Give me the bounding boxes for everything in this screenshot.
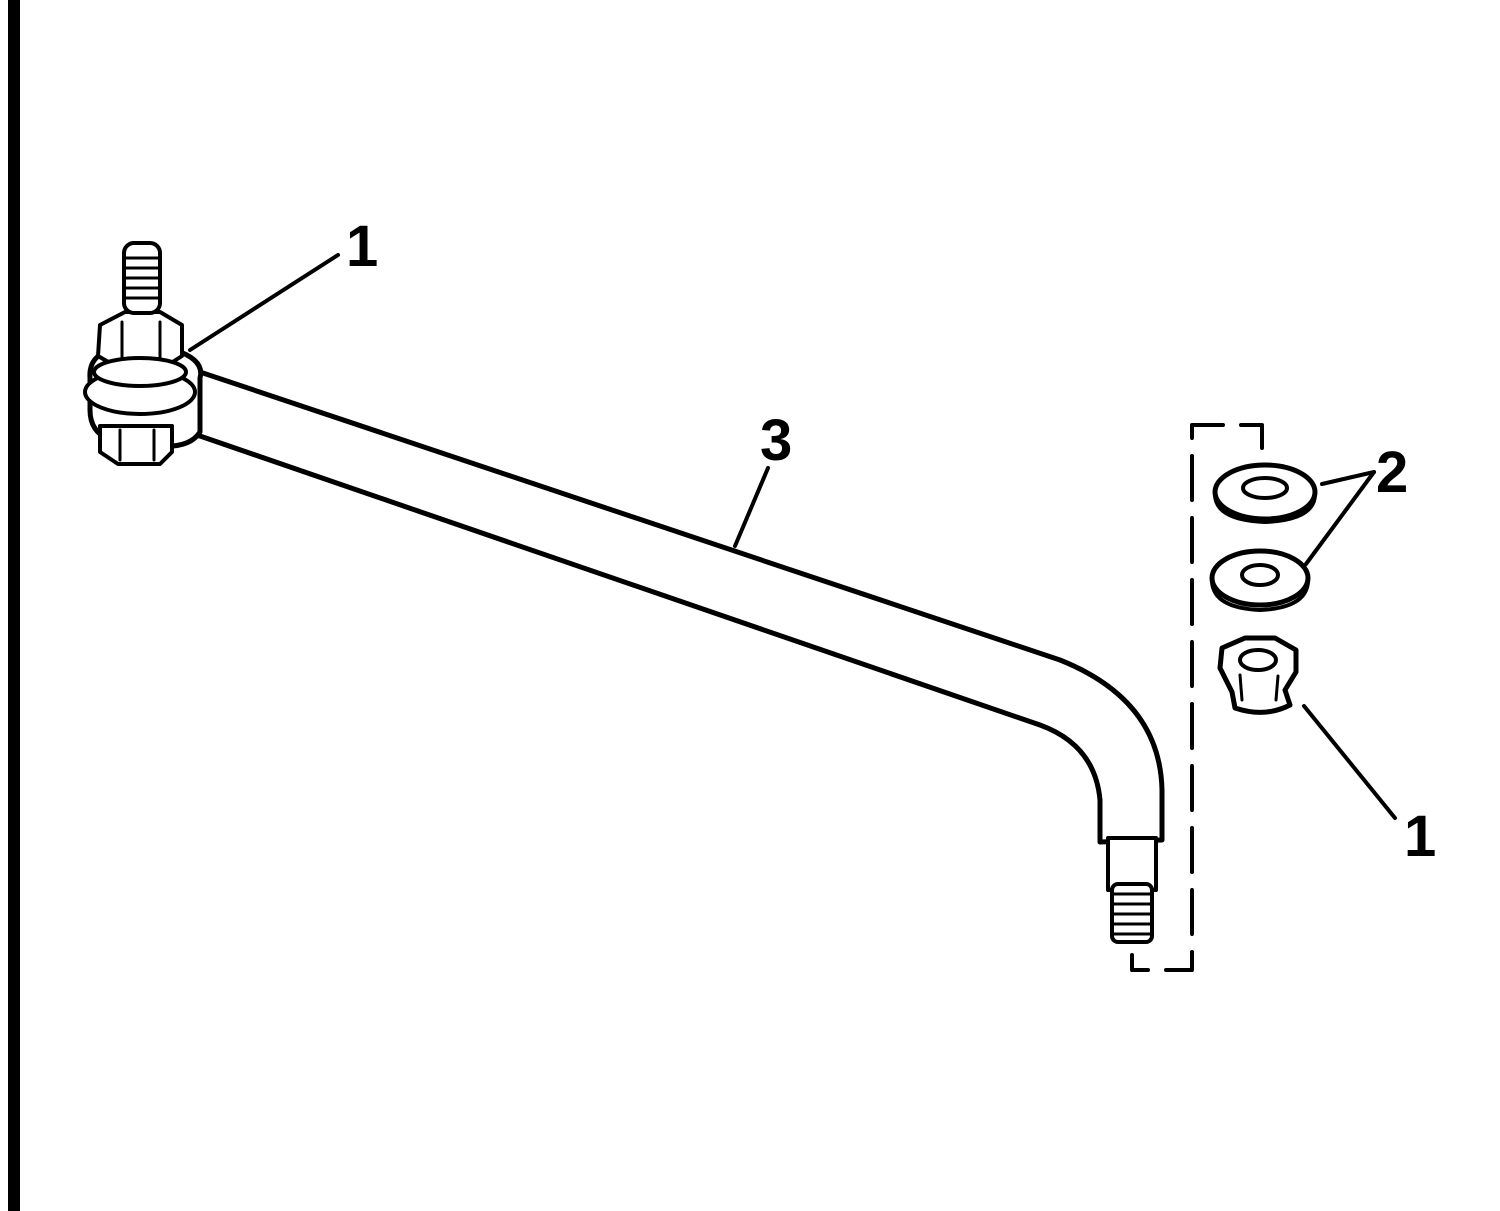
leader-lines — [188, 253, 1397, 820]
callout-1-bottom: 1 — [1404, 804, 1436, 869]
callout-2: 2 — [1376, 440, 1408, 505]
callout-3: 3 — [760, 408, 792, 473]
steering-link-rod-icon — [83, 241, 1165, 944]
washer-icon — [1212, 462, 1318, 524]
hex-nut-icon — [1217, 635, 1299, 715]
callout-1-top: 1 — [346, 214, 378, 279]
page-border — [8, 0, 20, 1211]
kit-bracket — [1130, 423, 1264, 972]
washer-icon — [1209, 548, 1311, 612]
